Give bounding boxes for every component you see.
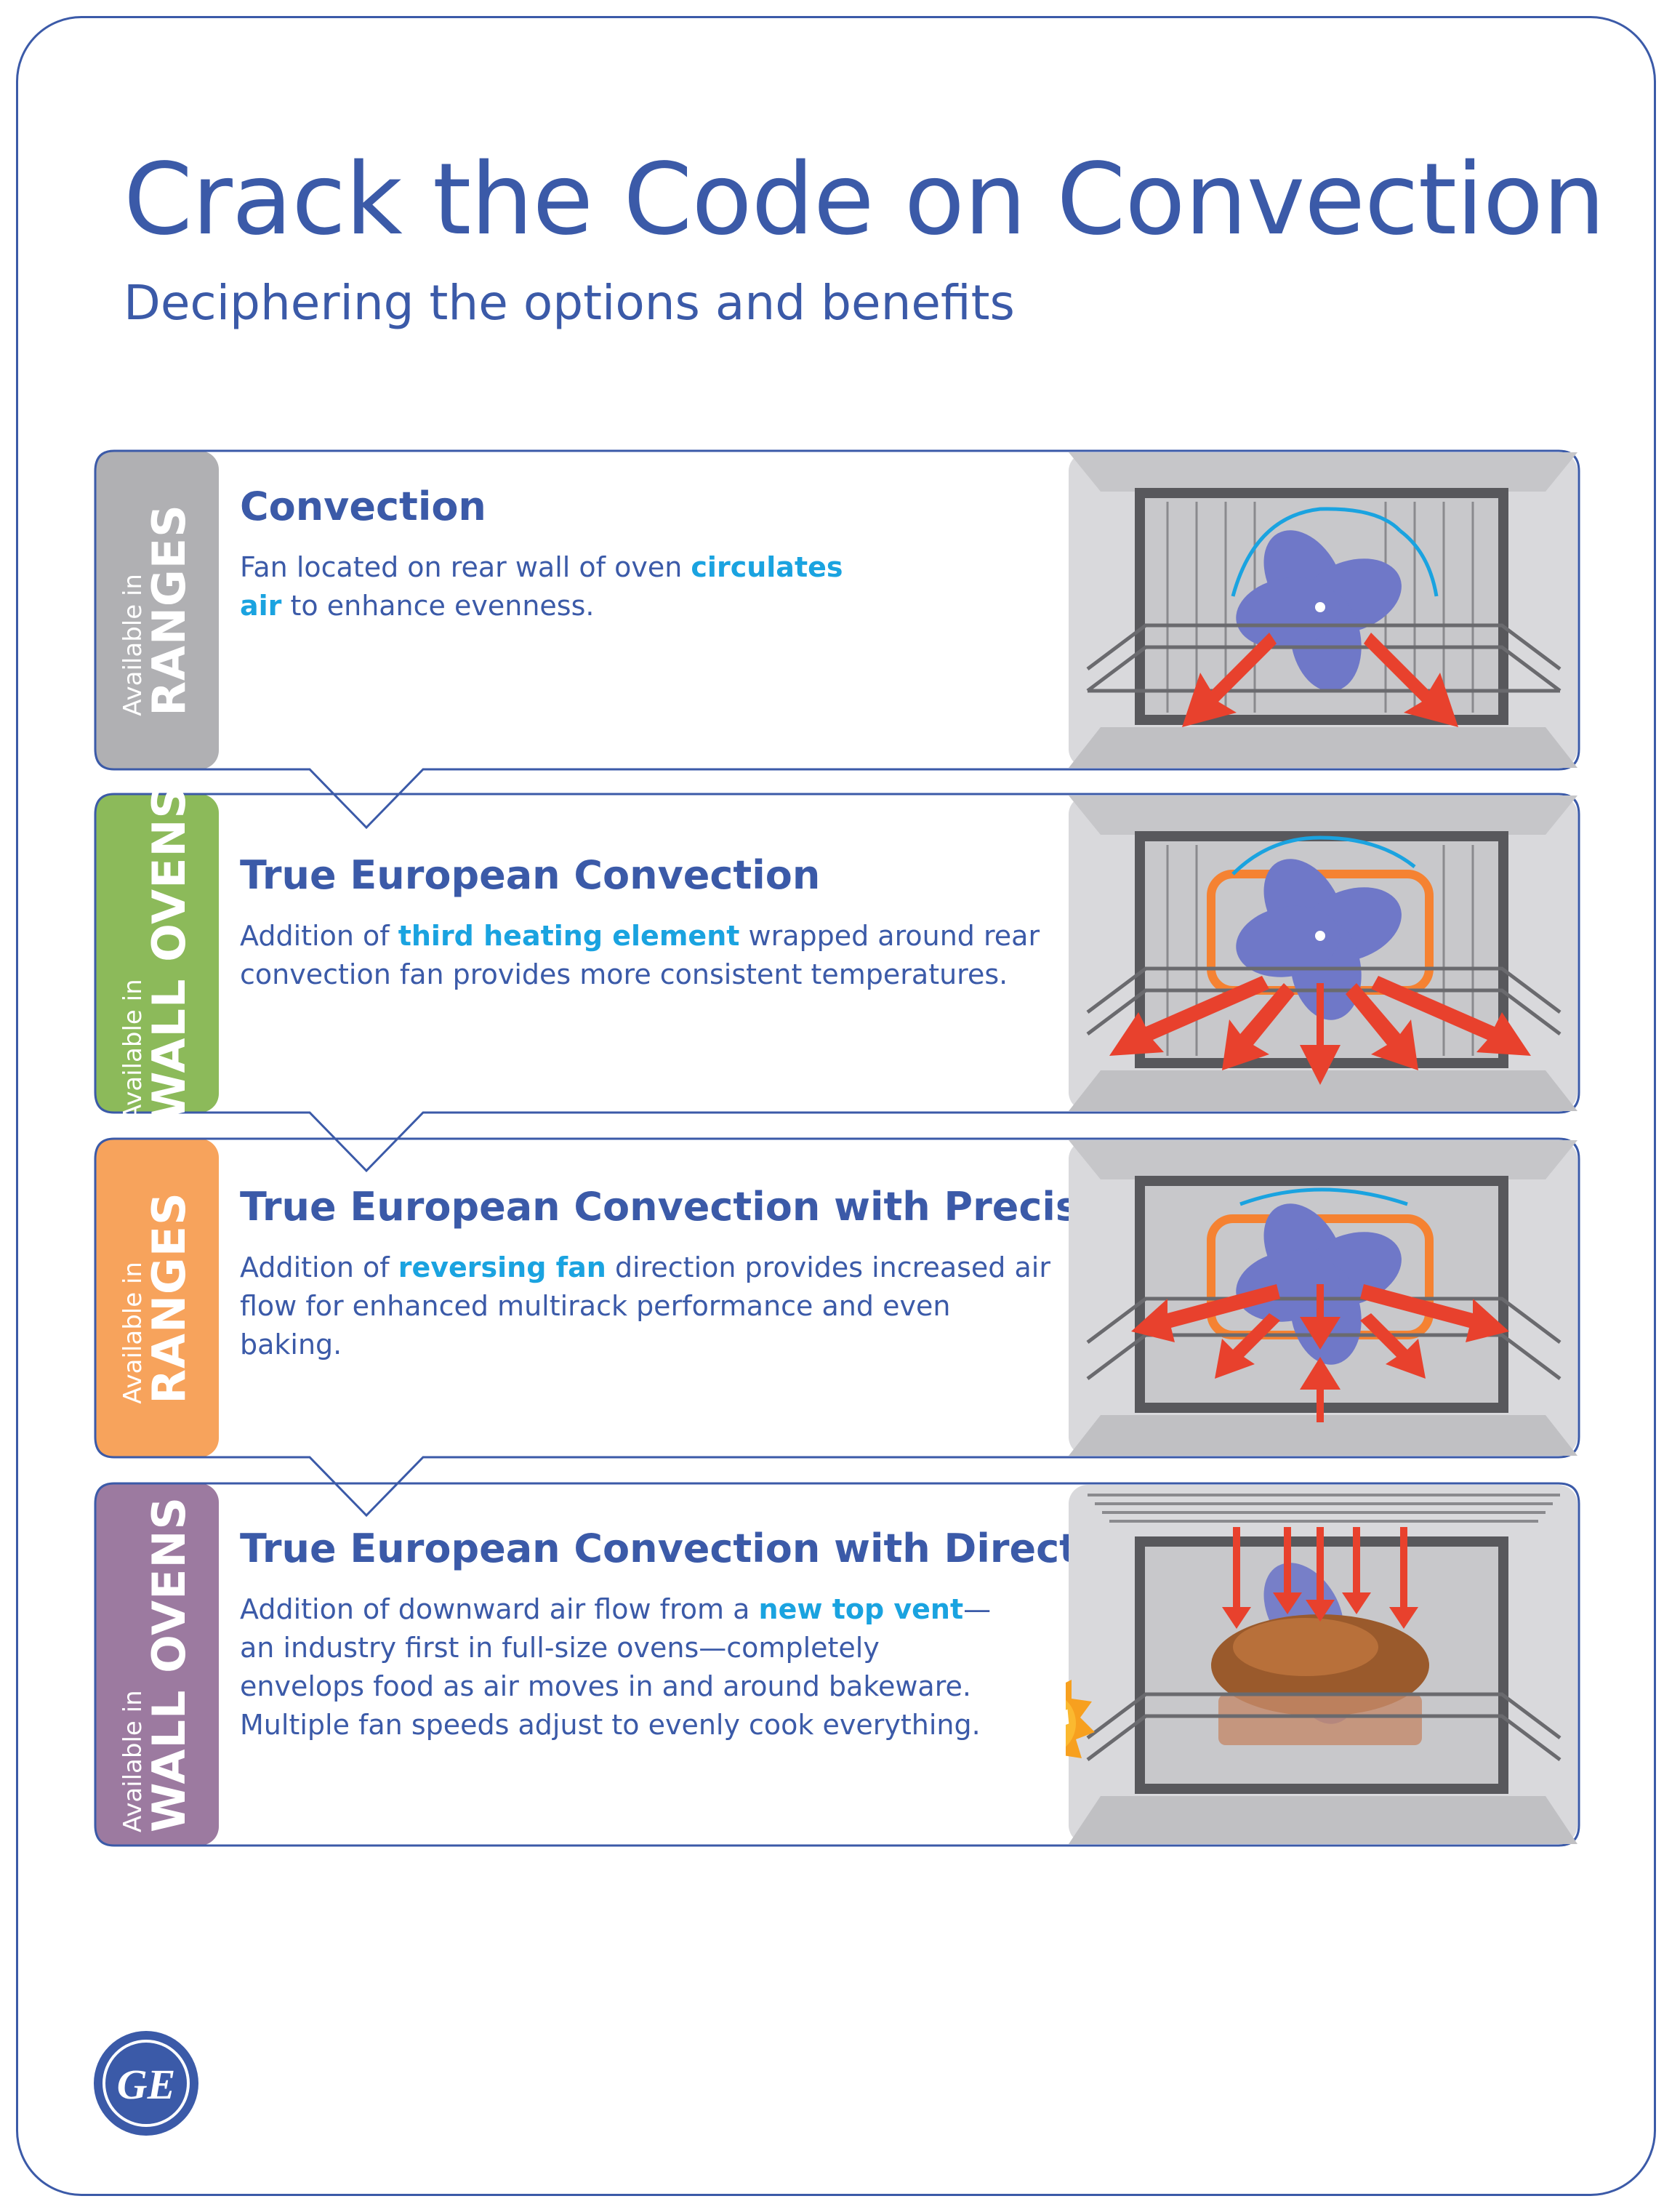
- card-1-outline: [94, 449, 1580, 830]
- card-1-title: Convection: [240, 484, 486, 529]
- card-4-description: Addition of downward air flow from a new…: [240, 1593, 992, 1741]
- card-2-availability: Available in WALL OVENS: [118, 785, 196, 1122]
- card-4-title: True European Convection with Direct Air: [240, 1526, 1155, 1571]
- card-1-description: Fan located on rear wall of oven circula…: [240, 551, 843, 622]
- card-4-band: [95, 1483, 219, 1846]
- fan-icon: [1236, 530, 1402, 692]
- card-3-title: True European Convection with Precise Ai…: [240, 1184, 1183, 1230]
- card-1-availability: Available in RANGES: [118, 504, 196, 716]
- page-frame: [16, 16, 1656, 2196]
- card-3-band: [95, 1139, 219, 1457]
- oven-illustration-3: [1069, 1140, 1577, 1456]
- card-1-content: Convection Fan located on rear wall of o…: [240, 484, 1054, 625]
- top-vent-icon: [1088, 1494, 1560, 1523]
- page-subtitle: Deciphering the options and benefits: [124, 275, 1015, 331]
- oven-illustration-4: New: [1066, 1485, 1577, 1844]
- card-4-content: True European Convection with Direct Air…: [240, 1526, 1155, 1744]
- card-3-content: True European Convection with Precise Ai…: [240, 1184, 1183, 1364]
- card-3-description: Addition of reversing fan direction prov…: [240, 1251, 1050, 1361]
- card-3-outline: [94, 1137, 1580, 1518]
- new-badge: New: [1066, 1680, 1095, 1758]
- ge-logo: GE: [94, 2031, 198, 2136]
- oven-illustration-2: [1069, 796, 1577, 1111]
- card-3-availability: Available in RANGES: [118, 1192, 196, 1404]
- card-4-outline: [94, 1482, 1580, 1847]
- card-1-band: [95, 451, 219, 769]
- card-2-content: True European Convection Addition of thi…: [240, 852, 1054, 994]
- fan-icon: [1236, 859, 1402, 1020]
- card-2-title: True European Convection: [240, 852, 821, 898]
- card-2-description: Addition of third heating element wrappe…: [240, 920, 1040, 990]
- fan-icon: [1236, 1203, 1402, 1365]
- card-2-outline: [94, 793, 1580, 1173]
- card-2-band: [95, 794, 219, 1113]
- oven-illustration-1: [1069, 452, 1577, 768]
- card-4-availability: Available in WALL OVENS: [118, 1496, 196, 1833]
- page-title: Crack the Code on Convection: [124, 143, 1605, 257]
- turkey-icon: [1211, 1614, 1429, 1745]
- ge-logo-text: GE: [117, 2061, 176, 2108]
